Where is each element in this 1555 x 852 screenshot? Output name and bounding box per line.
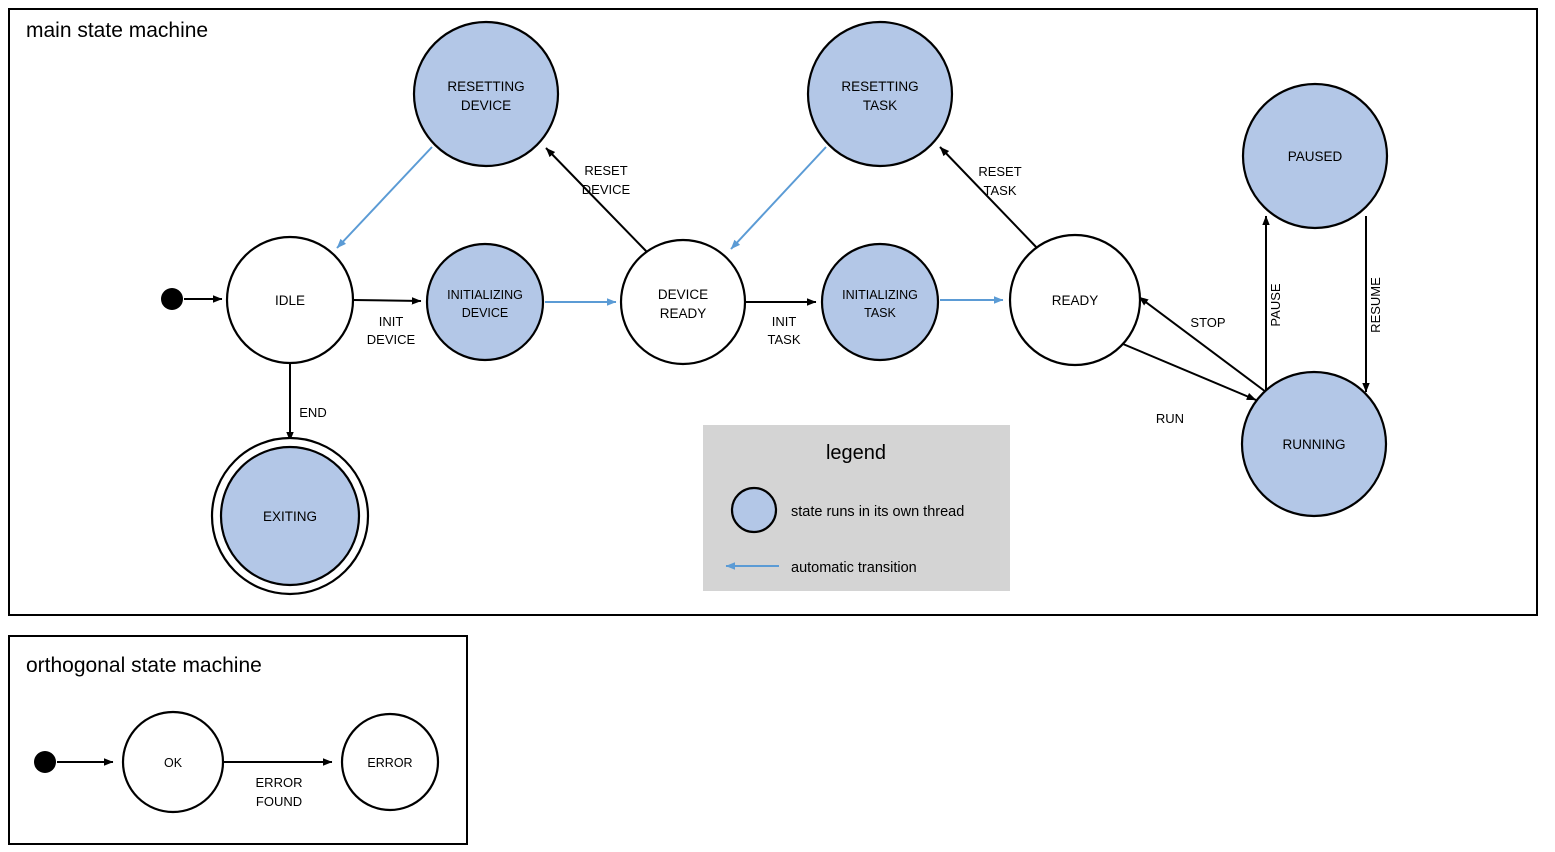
state-node-ok[interactable]: OK (121, 710, 225, 814)
state-node-exiting[interactable]: EXITING (210, 436, 370, 596)
edge-label-reset-task-1: RESET (978, 164, 1021, 179)
state-node-initializing-task[interactable]: INITIALIZING TASK (820, 242, 940, 362)
transition-resetting-task-to-device-ready (730, 146, 827, 250)
transition-idle-to-initializing-device: INIT DEVICE (352, 297, 422, 347)
legend-item-auto-label: automatic transition (791, 560, 917, 576)
state-node-resetting-device[interactable]: RESETTING DEVICE (412, 20, 560, 168)
transition-idle-to-exiting: END (286, 364, 327, 442)
state-label-paused: PAUSED (1288, 149, 1343, 164)
transition-running-to-paused: PAUSE (1262, 215, 1283, 396)
transition-device-ready-to-resetting-device: RESET DEVICE (545, 147, 648, 253)
edge-label-reset-device-2: DEVICE (582, 182, 631, 197)
edge-label-run: RUN (1156, 411, 1184, 426)
state-label-exiting: EXITING (263, 509, 317, 524)
edge-label-pause: PAUSE (1268, 283, 1283, 326)
edge-label-error-found-2: FOUND (256, 794, 302, 809)
state-label-device-ready-2: READY (660, 306, 707, 321)
state-node-running[interactable]: RUNNING (1240, 370, 1388, 518)
edge-label-init-task-2: TASK (768, 332, 801, 347)
edge-label-init-device-1: INIT (379, 314, 404, 329)
state-label-initializing-device-1: INITIALIZING (447, 288, 523, 302)
state-node-ready[interactable]: READY (1008, 233, 1142, 367)
state-label-initializing-task-2: TASK (864, 306, 896, 320)
edge-label-end: END (299, 405, 326, 420)
edge-label-stop: STOP (1190, 315, 1225, 330)
state-label-resetting-device-2: DEVICE (461, 98, 511, 113)
state-label-running: RUNNING (1283, 437, 1346, 452)
state-node-idle[interactable]: IDLE (225, 235, 355, 365)
edge-label-init-device-2: DEVICE (367, 332, 416, 347)
state-label-ready: READY (1052, 293, 1099, 308)
state-node-initializing-device[interactable]: INITIALIZING DEVICE (425, 242, 545, 362)
state-label-resetting-device-1: RESETTING (447, 79, 524, 94)
transition-device-ready-to-initializing-task: INIT TASK (746, 298, 817, 347)
transition-paused-to-running: RESUME (1362, 216, 1383, 393)
state-label-error: ERROR (367, 756, 412, 770)
state-label-device-ready-1: DEVICE (658, 287, 708, 302)
main-state-machine-frame (8, 8, 1538, 616)
edge-label-reset-task-2: TASK (984, 183, 1017, 198)
transition-resetting-device-to-idle (336, 146, 433, 249)
state-node-paused[interactable]: PAUSED (1241, 82, 1389, 230)
legend-title: legend (826, 442, 886, 464)
legend-item-thread-label: state runs in its own thread (791, 504, 964, 520)
transition-running-to-ready: STOP (1138, 296, 1267, 393)
transition-ready-to-running: RUN (1122, 343, 1257, 426)
edge-label-init-task-1: INIT (772, 314, 797, 329)
state-label-initializing-device-2: DEVICE (462, 306, 509, 320)
edge-label-error-found-1: ERROR (256, 775, 303, 790)
state-label-ok: OK (164, 756, 183, 770)
legend: legend state runs in its own thread auto… (703, 425, 1010, 591)
state-label-initializing-task-1: INITIALIZING (842, 288, 918, 302)
orthogonal-state-machine-frame (8, 635, 468, 845)
legend-blue-circle-icon (730, 486, 778, 534)
transition-ready-to-resetting-task: RESET TASK (939, 146, 1040, 251)
state-node-resetting-task[interactable]: RESETTING TASK (806, 20, 954, 168)
initial-state-dot-orthogonal (34, 751, 56, 773)
edge-label-reset-device-1: RESET (584, 163, 627, 178)
edge-label-resume: RESUME (1368, 277, 1383, 333)
state-node-device-ready[interactable]: DEVICE READY (619, 238, 747, 366)
transition-ortho-ok-to-error: ERROR FOUND (223, 758, 333, 809)
state-label-resetting-task-1: RESETTING (841, 79, 918, 94)
state-label-idle: IDLE (275, 293, 305, 308)
state-label-resetting-task-2: TASK (863, 98, 897, 113)
state-node-error[interactable]: ERROR (340, 712, 440, 812)
orthogonal-title: orthogonal state machine (26, 654, 262, 677)
initial-state-dot-main (161, 288, 183, 310)
main-title: main state machine (26, 19, 208, 42)
